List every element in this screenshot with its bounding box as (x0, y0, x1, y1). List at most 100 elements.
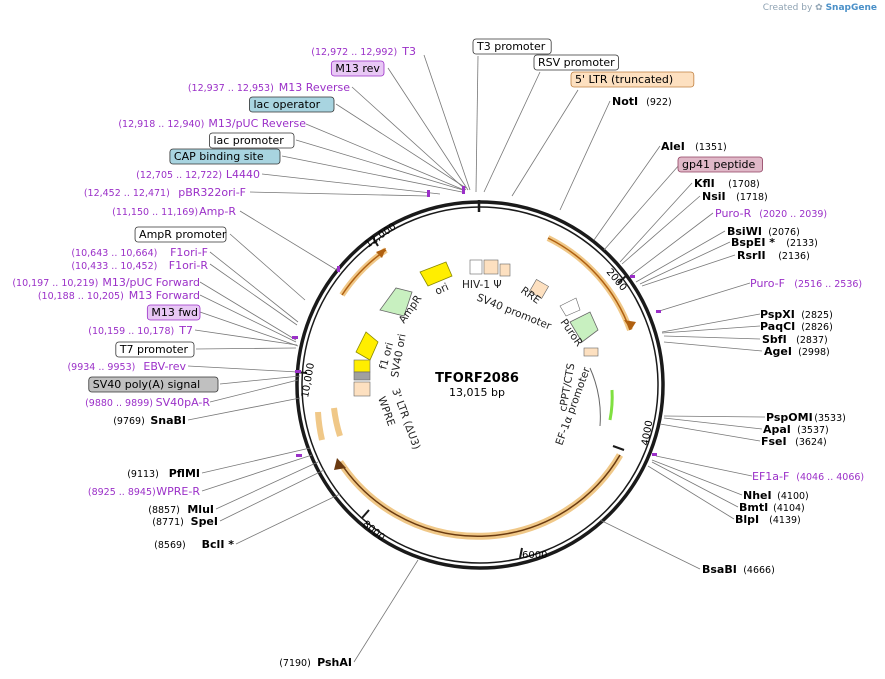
label-box-text: M13 rev (335, 62, 380, 75)
label-name: pBR322ori-F (178, 186, 246, 199)
left-label-m13-reverse: M13 Reverse(12,937 .. 12,953) (188, 81, 350, 94)
label-box (209, 132, 295, 149)
label-coords: (12,452 .. 12,471) (84, 188, 170, 199)
label-coords: (10,188 .. 10,205) (38, 291, 124, 302)
label-name: Puro-F (750, 277, 785, 290)
label-name: PaqCI (760, 320, 795, 333)
label-name: BsiWI (727, 225, 762, 238)
left-label-f1ori-r: F1ori-R(10,433 .. 10,452) (71, 259, 208, 272)
leader-lines (187, 54, 766, 663)
label-name: T3 (401, 45, 416, 58)
sv40-promoter-arrow (559, 297, 581, 317)
m13-fwd-mark (292, 336, 298, 339)
right-label-pspomi: PspOMI(3533) (766, 411, 846, 424)
label-coords: (9113) (127, 469, 159, 480)
label-coords: (2020 .. 2039) (759, 209, 827, 220)
top-label-t3-promoter: T3 promoter (472, 38, 552, 55)
label-coords: (7190) (279, 658, 311, 669)
label-coords: (2826) (801, 322, 833, 333)
label-coords: (2136) (778, 251, 810, 262)
left-label-cap-binding-site: CAP binding site (169, 148, 281, 165)
label-name: NheI (743, 489, 772, 502)
plasmid-name: TFORF2086 (435, 371, 519, 386)
puro-f-mark (656, 310, 661, 313)
watermark-brand: SnapGene (825, 3, 877, 13)
label-box (330, 60, 385, 77)
label-name: AleI (661, 140, 685, 153)
left-label-bcli: BclI *(8569) (154, 538, 234, 551)
label-name: RsrII (737, 249, 766, 262)
orf-band-2-line (339, 454, 621, 537)
label-name: MluI (187, 503, 214, 516)
label-box (88, 376, 219, 393)
ef1a-f-mark (652, 453, 657, 456)
label-box (677, 156, 763, 173)
left-label-mlui: MluI(8857) (148, 503, 214, 516)
label-box (115, 341, 195, 358)
label-coords: (10,643 .. 10,664) (71, 248, 157, 259)
label-box-text: AmpR promoter (139, 228, 227, 241)
label-name: ApaI (763, 423, 791, 436)
label-coords: (11,150 .. 11,169) (112, 207, 198, 218)
amp-r-mark (337, 266, 340, 272)
left-label-t3: T3 (12,972 .. 12,992) (311, 45, 416, 58)
label-coords: (4666) (743, 565, 775, 576)
tick-label-4000: 4000 (640, 420, 655, 447)
label-ori: ori (433, 281, 450, 298)
plasmid-size: 13,015 bp (449, 386, 505, 399)
top-label-rsv-promoter: RSV promoter (533, 54, 619, 71)
right-label-agei: AgeI(2998) (764, 345, 830, 358)
right-label-nhei: NheI(4100) (743, 489, 809, 502)
label-box-text: M13 fwd (151, 306, 198, 319)
label-name: M13 Forward (129, 289, 200, 302)
right-label-apai: ApaI(3537) (763, 423, 829, 436)
left-label-spei: SpeI(8771) (152, 515, 218, 528)
left-label-sv40pa-r: SV40pA-R(9880 .. 9899) (85, 396, 210, 409)
l4440-mark (427, 190, 430, 197)
label-name: AgeI (764, 345, 792, 358)
wpre-r-mark (296, 454, 302, 457)
label-name: Puro-R (715, 207, 752, 220)
ori-arrow (419, 261, 453, 287)
right-label-paqci: PaqCI (2826) (760, 320, 833, 333)
right-label-noti: NotI(922) (612, 95, 672, 108)
label-coords: (9769) (113, 416, 145, 427)
label-coords: (2837) (796, 335, 828, 346)
label-coords: (2133) (786, 238, 818, 249)
rre-box (529, 279, 549, 299)
watermark-created-by: Created by (762, 3, 813, 13)
t3-prom-box (469, 259, 483, 275)
label-coords: (1718) (736, 192, 768, 203)
left-label-pflmi: PflMI(9113) (127, 467, 200, 480)
right-label-puro-r: Puro-R (2020 .. 2039) (715, 207, 827, 220)
label-box (533, 54, 619, 71)
label-coords: (12,705 .. 12,722) (136, 170, 222, 181)
left-label-l4440: L4440(12,705 .. 12,722) (136, 168, 260, 181)
label-box (570, 71, 695, 88)
label-name: WPRE-R (156, 485, 200, 498)
tick-label-12000: 12,000 (363, 221, 398, 250)
tick-2000 (617, 275, 627, 284)
label-coords: (10,197 .. 10,219) (12, 278, 98, 289)
tick-8000 (361, 509, 370, 519)
label-name: BsaBI (702, 563, 737, 576)
label-name: NsiI (702, 190, 726, 203)
label-coords: (4046 .. 4066) (796, 472, 864, 483)
right-label-bsabi: BsaBI (4666) (702, 563, 775, 576)
t3-primer-mark (462, 186, 465, 194)
label-coords: (12,972 .. 12,992) (311, 47, 397, 58)
left-label-lac-promoter: lac promoter (209, 132, 295, 149)
label-name: PshAI (317, 656, 352, 669)
orf-band-1-line (547, 237, 631, 331)
label-box (134, 226, 227, 243)
label-name: KflI (694, 177, 715, 190)
label-coords: (9880 .. 9899) (85, 398, 153, 409)
label-box (169, 148, 281, 165)
ef1a-green-arrow (608, 389, 614, 421)
label-name: EF1a-F (752, 470, 789, 483)
ef1a-promoter-arrow (589, 367, 601, 427)
snapgene-watermark: Created by ✿ SnapGene (763, 3, 877, 13)
label-coords: (4104) (773, 503, 805, 514)
label-box-text: CAP binding site (174, 150, 264, 163)
